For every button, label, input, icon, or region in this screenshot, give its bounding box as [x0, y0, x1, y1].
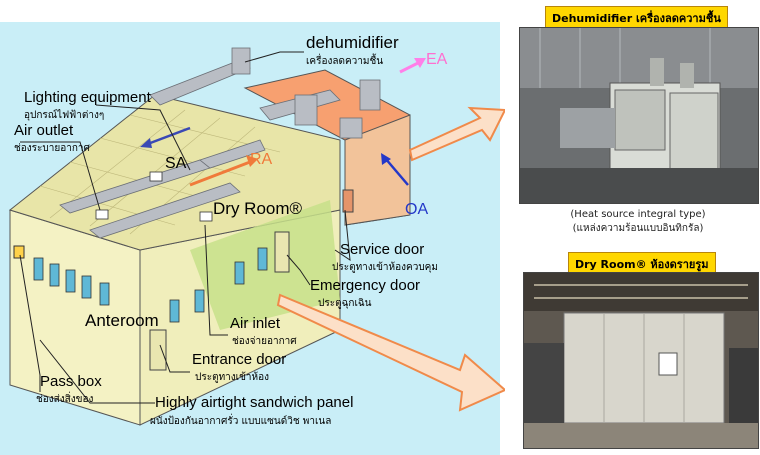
- pass-box-shape: [13, 245, 25, 259]
- ea-label: EA: [426, 51, 448, 68]
- dehumidifier-label-th: เครื่องลดความชื้น: [306, 53, 383, 67]
- dehumidifier-label: dehumidifier: [306, 33, 399, 52]
- emergency-door-label: Emergency door: [310, 277, 420, 294]
- dehumidifier-photo: [519, 27, 759, 204]
- ra-arrow: [189, 160, 251, 187]
- oa-label: OA: [405, 201, 428, 218]
- ra-label: RA: [250, 151, 273, 168]
- ea-arrow: [399, 60, 421, 74]
- service-door-label-th: ประตูทางเข้าห้องควบคุม: [332, 261, 438, 273]
- arrow-to-dryroom-photo: [276, 293, 505, 412]
- pass-box-label-th: ช่องส่งสิ่งของ: [36, 391, 93, 405]
- air-inlet-label-th: ช่องจ่ายอากาศ: [232, 336, 297, 347]
- air-outlet-label: Air outlet: [14, 122, 74, 139]
- lighting-label-th: อุปกรณ์ไฟฟ้าต่างๆ: [24, 109, 104, 121]
- sa-arrow: [144, 126, 191, 147]
- dehumidifier-photo-caption-en: (Heat source integral type): [570, 209, 706, 220]
- windows: [33, 247, 268, 323]
- dry-room-label: Dry Room®: [213, 199, 303, 218]
- dehumidifier-photo-caption-th: (แหล่งความร้อนแบบอินทิกรัล): [572, 223, 704, 234]
- service-door-shape: [342, 189, 354, 213]
- entrance-door-label: Entrance door: [192, 351, 286, 368]
- pass-box-label: Pass box: [40, 373, 102, 390]
- emergency-door-shape: [274, 231, 290, 273]
- leader-lines: [19, 51, 351, 404]
- dryroom-photo: [523, 272, 759, 449]
- dry-room-diagram: dehumidifier เครื่องลดความชื้น EA Lighti…: [0, 22, 505, 455]
- oa-arrow: [384, 157, 409, 186]
- anteroom-label: Anteroom: [85, 311, 159, 330]
- emergency-door-label-th: ประตูฉุกเฉิน: [318, 298, 372, 309]
- entrance-door-label-th: ประตูทางเข้าห้อง: [195, 371, 269, 383]
- vents: [95, 171, 213, 222]
- sa-label: SA: [165, 155, 187, 172]
- arrow-to-dehumidifier-photo: [408, 106, 505, 162]
- panel-label: Highly airtight sandwich panel: [155, 394, 353, 411]
- air-outlet-label-th: ช่องระบายอากาศ: [14, 143, 91, 154]
- entrance-door-shape: [149, 329, 167, 371]
- panel-label-th: ผนังป้องกันอากาศรั่ว แบบแซนด์วิช พาเนล: [150, 413, 331, 427]
- service-door-label: Service door: [340, 241, 424, 258]
- lighting-label: Lighting equipment: [24, 89, 152, 106]
- air-inlet-label: Air inlet: [230, 315, 281, 332]
